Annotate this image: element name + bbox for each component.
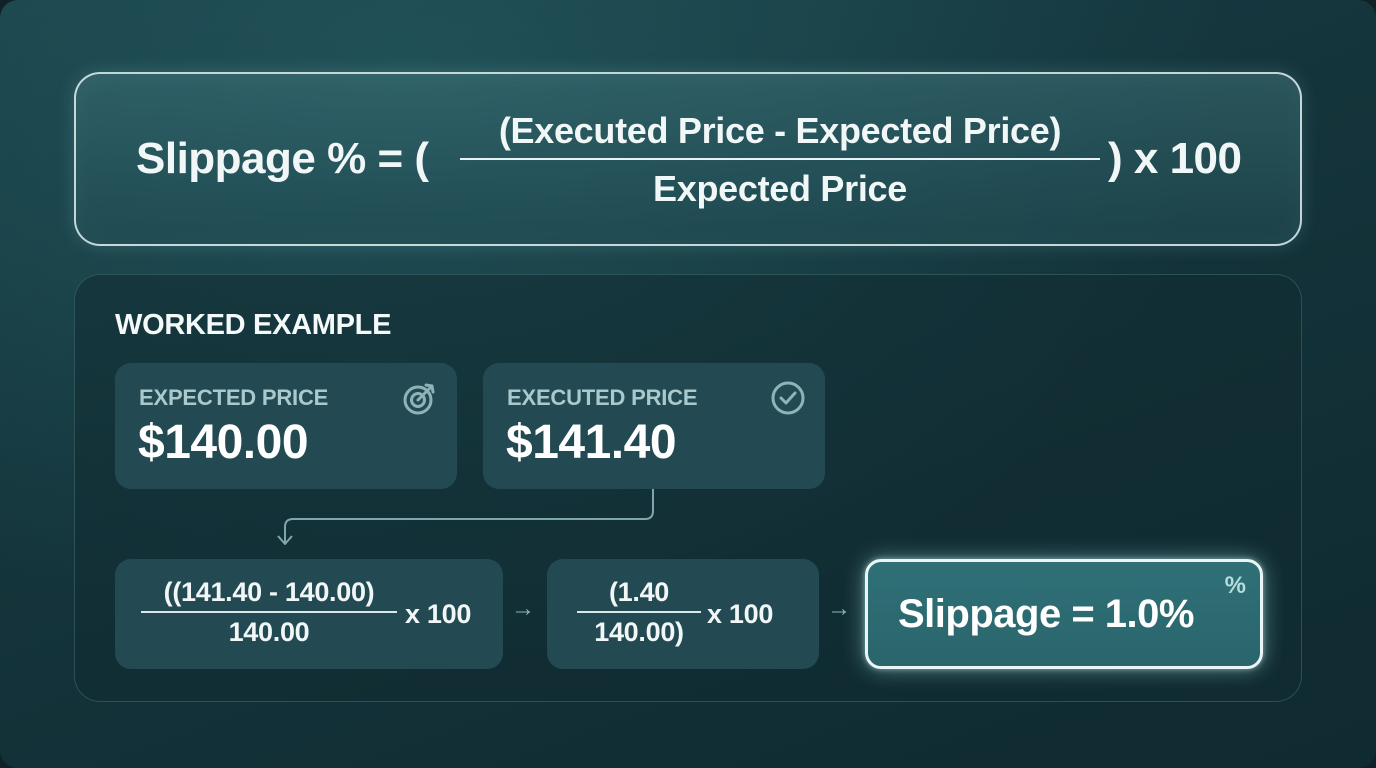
expected-price-value: $140.00 xyxy=(138,416,309,469)
executed-price-value: $141.40 xyxy=(506,416,677,469)
slippage-result-card: Slippage = 1.0% % xyxy=(865,559,1263,669)
calculation-step-2: (1.40 140.00) x 100 xyxy=(547,559,819,669)
formula-lhs: Slippage % = ( xyxy=(136,134,429,183)
step-1-fraction: ((141.40 - 140.00) 140.00 xyxy=(141,577,397,648)
expected-price-card: EXPECTED PRICE $140.00 xyxy=(115,363,457,489)
formula-denominator: Expected Price xyxy=(653,168,907,209)
step-2-numerator: (1.40 xyxy=(608,577,670,607)
step-1-numerator: ((141.40 - 140.00) xyxy=(163,577,375,607)
arrow-right-icon: → xyxy=(827,595,851,622)
step-2-fraction: (1.40 140.00) xyxy=(577,577,701,648)
step-1-multiplier: x 100 xyxy=(405,599,472,629)
step-2-fraction-bar xyxy=(577,611,701,613)
calculation-step-1: ((141.40 - 140.00) 140.00 x 100 xyxy=(115,559,503,669)
formula-rhs: ) x 100 xyxy=(1108,134,1242,183)
expected-price-label: EXPECTED PRICE xyxy=(139,385,329,410)
step-2-denominator: 140.00) xyxy=(594,617,684,647)
formula-numerator: (Executed Price - Expected Price) xyxy=(498,110,1062,151)
formula-fraction: (Executed Price - Expected Price) Expect… xyxy=(460,110,1100,210)
slippage-result: Slippage = 1.0% xyxy=(898,592,1194,636)
formula-panel: Slippage % = ( (Executed Price - Expecte… xyxy=(74,72,1302,246)
worked-example-title: WORKED EXAMPLE xyxy=(115,309,392,341)
executed-price-label: EXECUTED PRICE xyxy=(507,385,698,410)
check-circle-icon xyxy=(771,381,805,415)
target-icon xyxy=(403,383,435,415)
worked-example-panel: WORKED EXAMPLE EXPECTED PRICE $140.00 EX… xyxy=(74,274,1302,702)
step-1-fraction-bar xyxy=(141,611,397,613)
arrow-right-icon: → xyxy=(511,595,535,622)
executed-price-card: EXECUTED PRICE $141.40 xyxy=(483,363,825,489)
step-2-multiplier: x 100 xyxy=(707,599,774,629)
percent-icon: % xyxy=(1224,572,1246,599)
step-1-denominator: 140.00 xyxy=(228,617,310,647)
formula-fraction-bar xyxy=(460,158,1100,160)
